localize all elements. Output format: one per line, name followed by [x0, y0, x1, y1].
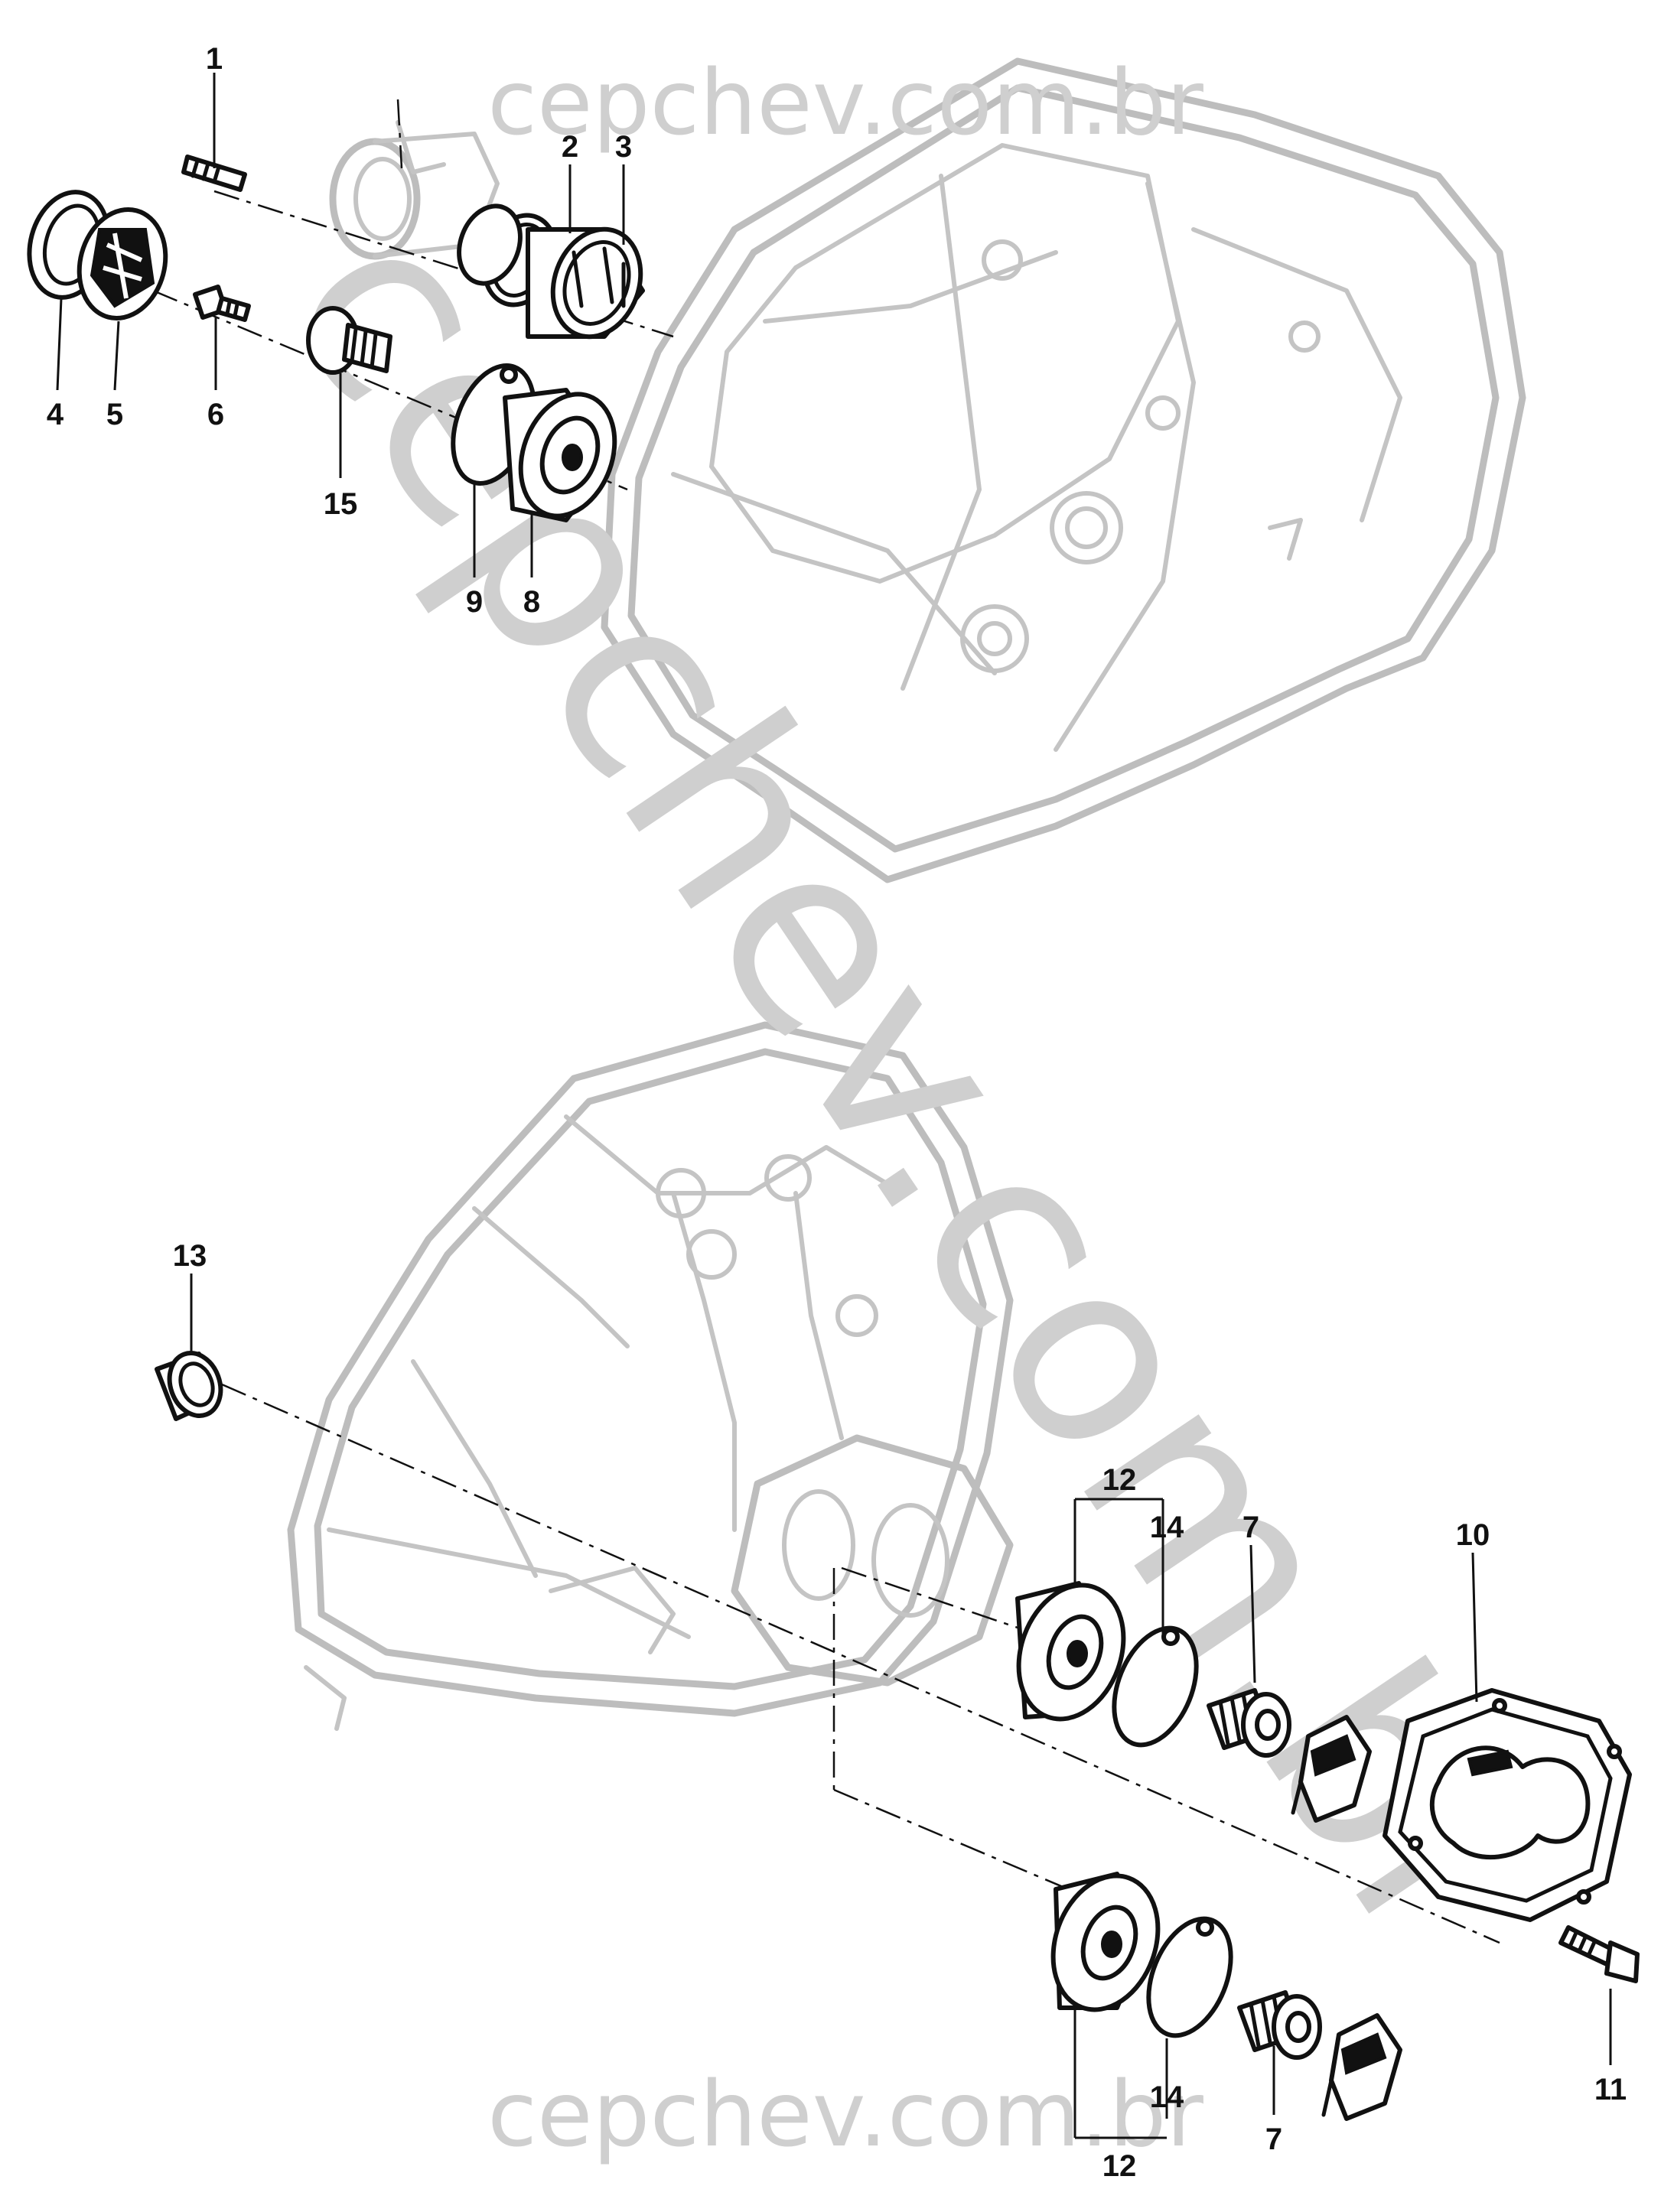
label-part-1: 1 [206, 42, 223, 76]
part-12-bearing-lower [1050, 1872, 1161, 2012]
label-part-2: 2 [562, 130, 578, 164]
label-part-5: 5 [106, 398, 123, 431]
part-1-stud [181, 155, 247, 192]
label-part-10: 10 [1456, 1518, 1490, 1552]
part-8-ball-bearing [503, 388, 617, 522]
cover-cap-lower [1321, 2013, 1402, 2121]
label-part-8: 8 [523, 585, 540, 619]
part-5-cover-plate [77, 207, 168, 320]
watermark-bottom: cepchev.com.br [487, 2061, 1203, 2167]
label-part-3: 3 [615, 130, 632, 164]
label-part-14-bottom: 14 [1150, 2080, 1184, 2114]
watermark-top: cepchev.com.br [487, 50, 1203, 155]
label-part-6: 6 [207, 398, 224, 431]
label-part-12-bottom: 12 [1102, 2149, 1137, 2183]
part-number-labels: 1 2 3 4 5 6 15 9 8 13 12 14 7 10 11 7 14… [47, 42, 1627, 2183]
part-7-plug-lower [1237, 1990, 1322, 2060]
label-part-7-top: 7 [1242, 1511, 1259, 1544]
label-part-9: 9 [466, 585, 483, 619]
leader-lines [56, 73, 1612, 2139]
label-part-11: 11 [1594, 2073, 1627, 2106]
part-14-circlip-lower [1146, 1916, 1233, 2038]
part-15-screw-plug [306, 306, 392, 375]
part-6-bolt [193, 285, 251, 322]
cover-cap-upper [1291, 1715, 1372, 1823]
label-part-13: 13 [173, 1239, 207, 1273]
part-7-plug-upper [1207, 1688, 1291, 1758]
label-part-15: 15 [324, 487, 358, 521]
part-3-roller-bearing [457, 203, 645, 340]
label-part-7-bottom: 7 [1265, 2123, 1282, 2156]
part-10-end-cover [1383, 1688, 1632, 1922]
watermark-diagonal: cepchev.com.br [233, 171, 1597, 1997]
label-part-12-top: 12 [1102, 1463, 1137, 1497]
label-part-14-top: 14 [1150, 1511, 1184, 1544]
label-part-4: 4 [47, 398, 64, 431]
part-12-bearing-upper [1015, 1581, 1126, 1722]
gearbox-case-ghost [287, 1021, 1014, 1731]
part-13-bushing [155, 1351, 223, 1421]
part-14-circlip-upper [1112, 1625, 1199, 1748]
clutch-housing-ghost [329, 57, 1526, 883]
part-11-bolt [1558, 1925, 1640, 1983]
